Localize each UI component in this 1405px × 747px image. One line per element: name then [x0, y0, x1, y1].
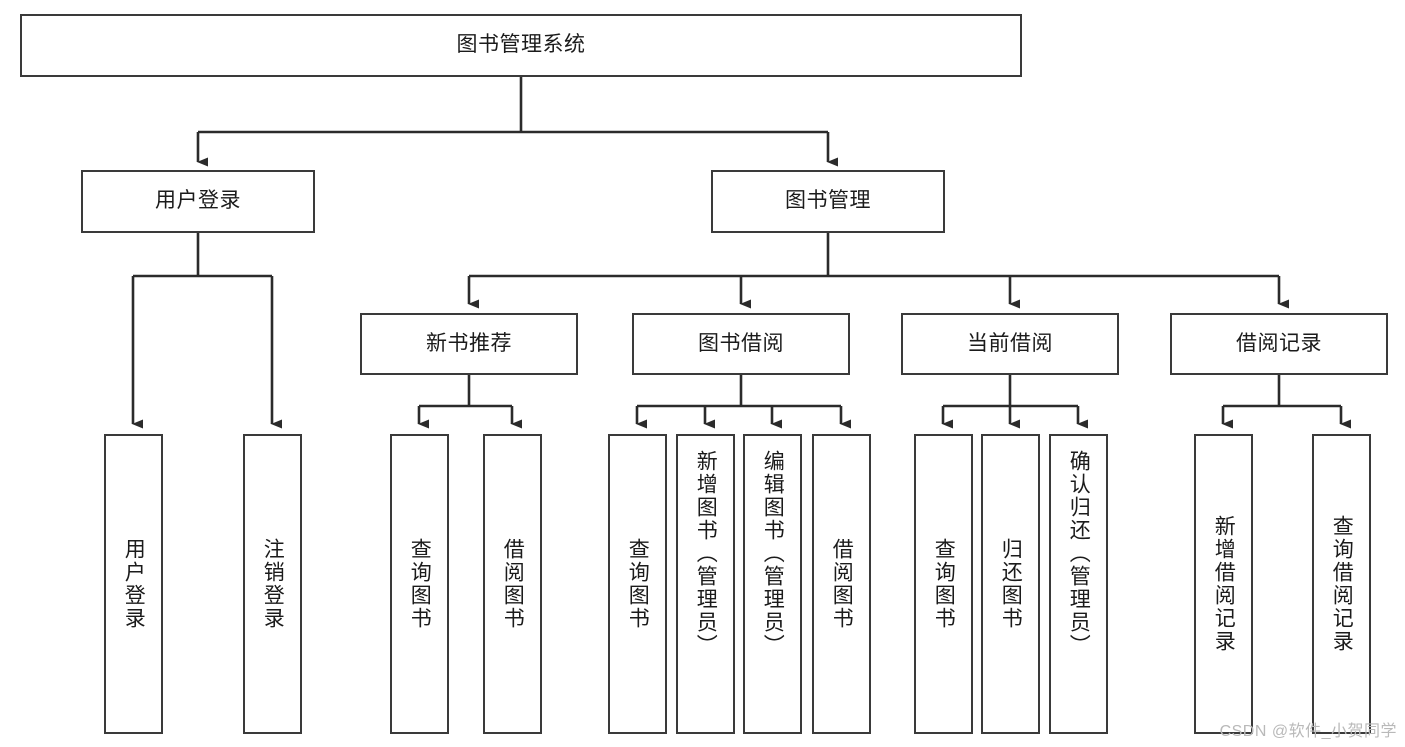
leaf-add-book[interactable]: 新增图书（管理员）: [676, 434, 735, 734]
node-root[interactable]: 图书管理系统: [20, 14, 1022, 77]
leaf-borrow-book-2[interactable]: 借阅图书: [812, 434, 871, 734]
leaf-add-borrow-record[interactable]: 新增借阅记录: [1194, 434, 1253, 734]
leaf-edit-book-label: 编辑图书（管理员）: [761, 450, 785, 657]
node-current-borrow-label: 当前借阅: [967, 331, 1053, 355]
leaf-user-login-label: 用户登录: [122, 538, 146, 630]
node-book-manage[interactable]: 图书管理: [711, 170, 945, 233]
leaf-logout-login-label: 注销登录: [261, 538, 285, 630]
leaf-borrow-book-1-label: 借阅图书: [501, 538, 525, 630]
node-current-borrow[interactable]: 当前借阅: [901, 313, 1119, 375]
leaf-borrow-book-2-label: 借阅图书: [830, 538, 854, 630]
node-new-book-recommend-label: 新书推荐: [426, 331, 512, 355]
leaf-add-borrow-record-label: 新增借阅记录: [1212, 515, 1236, 653]
node-user-login[interactable]: 用户登录: [81, 170, 315, 233]
leaf-query-book-3-label: 查询图书: [932, 538, 956, 630]
leaf-query-borrow-record[interactable]: 查询借阅记录: [1312, 434, 1371, 734]
leaf-query-book-3[interactable]: 查询图书: [914, 434, 973, 734]
watermark-text: CSDN @软件_小贺同学: [1219, 723, 1397, 740]
leaf-query-book-1[interactable]: 查询图书: [390, 434, 449, 734]
node-borrow-record-label: 借阅记录: [1236, 331, 1322, 355]
node-root-label: 图书管理系统: [456, 33, 586, 57]
node-book-manage-label: 图书管理: [785, 189, 871, 213]
node-borrow-record[interactable]: 借阅记录: [1170, 313, 1388, 375]
leaf-query-borrow-record-label: 查询借阅记录: [1330, 515, 1354, 653]
leaf-edit-book[interactable]: 编辑图书（管理员）: [743, 434, 802, 734]
node-user-login-label: 用户登录: [155, 189, 241, 213]
leaf-confirm-return-label: 确认归还（管理员）: [1067, 450, 1091, 657]
node-book-borrow[interactable]: 图书借阅: [632, 313, 850, 375]
leaf-add-book-label: 新增图书（管理员）: [694, 450, 718, 657]
leaf-borrow-book-1[interactable]: 借阅图书: [483, 434, 542, 734]
leaf-query-book-1-label: 查询图书: [408, 538, 432, 630]
leaf-query-book-2-label: 查询图书: [626, 538, 650, 630]
leaf-logout-login[interactable]: 注销登录: [243, 434, 302, 734]
node-book-borrow-label: 图书借阅: [698, 331, 784, 355]
leaf-return-book[interactable]: 归还图书: [981, 434, 1040, 734]
leaf-query-book-2[interactable]: 查询图书: [608, 434, 667, 734]
leaf-confirm-return[interactable]: 确认归还（管理员）: [1049, 434, 1108, 734]
leaf-return-book-label: 归还图书: [999, 538, 1023, 630]
node-new-book-recommend[interactable]: 新书推荐: [360, 313, 578, 375]
leaf-user-login[interactable]: 用户登录: [104, 434, 163, 734]
